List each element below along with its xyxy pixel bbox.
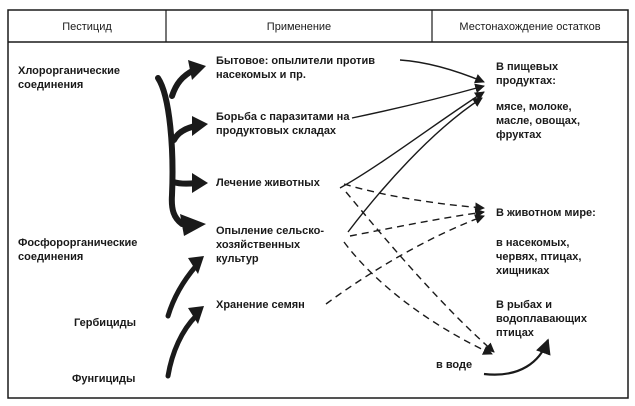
thick-arrow-herbicides xyxy=(165,263,199,319)
residue-fish: В рыбах и водоплавающих птицах xyxy=(496,299,587,339)
arrow-household-to-food xyxy=(399,59,485,84)
dashed-arrow-seeds-to-animals xyxy=(325,214,485,305)
pesticide-organophosphorus: Фосфорорганические соединения xyxy=(18,237,138,263)
header-residues: Местонахождение остатков xyxy=(459,21,601,33)
thick-arrowhead-household xyxy=(188,60,206,80)
dashed-arrow-crops-to-animals xyxy=(349,208,485,237)
thick-arrowhead-veterinary xyxy=(192,173,208,193)
residue-water: в воде xyxy=(436,359,473,371)
use-household: Бытовое: опылители против насекомых и пр… xyxy=(216,55,375,81)
arrow-warehouse-to-food xyxy=(351,83,485,119)
header-pesticide: Пестицид xyxy=(62,21,112,33)
use-crops: Опыление сельско- хозяйственных культур xyxy=(216,225,324,265)
use-veterinary: Лечение животных xyxy=(216,177,320,189)
residue-food: В пищевых продуктах: xyxy=(496,61,559,87)
use-seeds: Хранение семян xyxy=(216,299,305,311)
thick-arrow-organochlorine-trunk xyxy=(155,75,185,227)
thick-arrowhead-warehouse xyxy=(192,116,208,136)
thick-arrowhead-fungicides xyxy=(188,306,204,324)
table-border xyxy=(7,9,629,399)
thick-arrow-to-household xyxy=(169,67,197,99)
header-application: Применение xyxy=(266,21,332,33)
pesticide-herbicides: Гербициды xyxy=(74,317,136,329)
thick-arrowhead-herbicides xyxy=(188,256,204,274)
dashed-arrow-crops-to-water xyxy=(343,241,493,355)
pesticide-fungicides: Фунгициды xyxy=(72,373,136,385)
arrow-veterinary-to-food xyxy=(339,91,485,189)
use-warehouse: Борьба с паразитами на продуктовых склад… xyxy=(216,111,350,137)
pesticide-organochlorine: Хлорорганические соединения xyxy=(18,65,121,91)
thick-arrowhead-crops xyxy=(180,214,206,236)
residue-animals: В животном мире: xyxy=(496,207,596,219)
dashed-arrow-veterinary-to-animals xyxy=(343,183,485,213)
residue-food-items: мясе, молоке, масле, овощах, фруктах xyxy=(496,101,581,141)
thick-arrow-fungicides xyxy=(165,313,199,379)
arrow-water-to-fish xyxy=(483,338,551,376)
arrow-crops-to-food xyxy=(347,97,483,233)
residue-animals-items: в насекомых, червях, птицах, хищниках xyxy=(496,237,582,277)
dashed-arrow-veterinary-to-water xyxy=(345,191,495,353)
